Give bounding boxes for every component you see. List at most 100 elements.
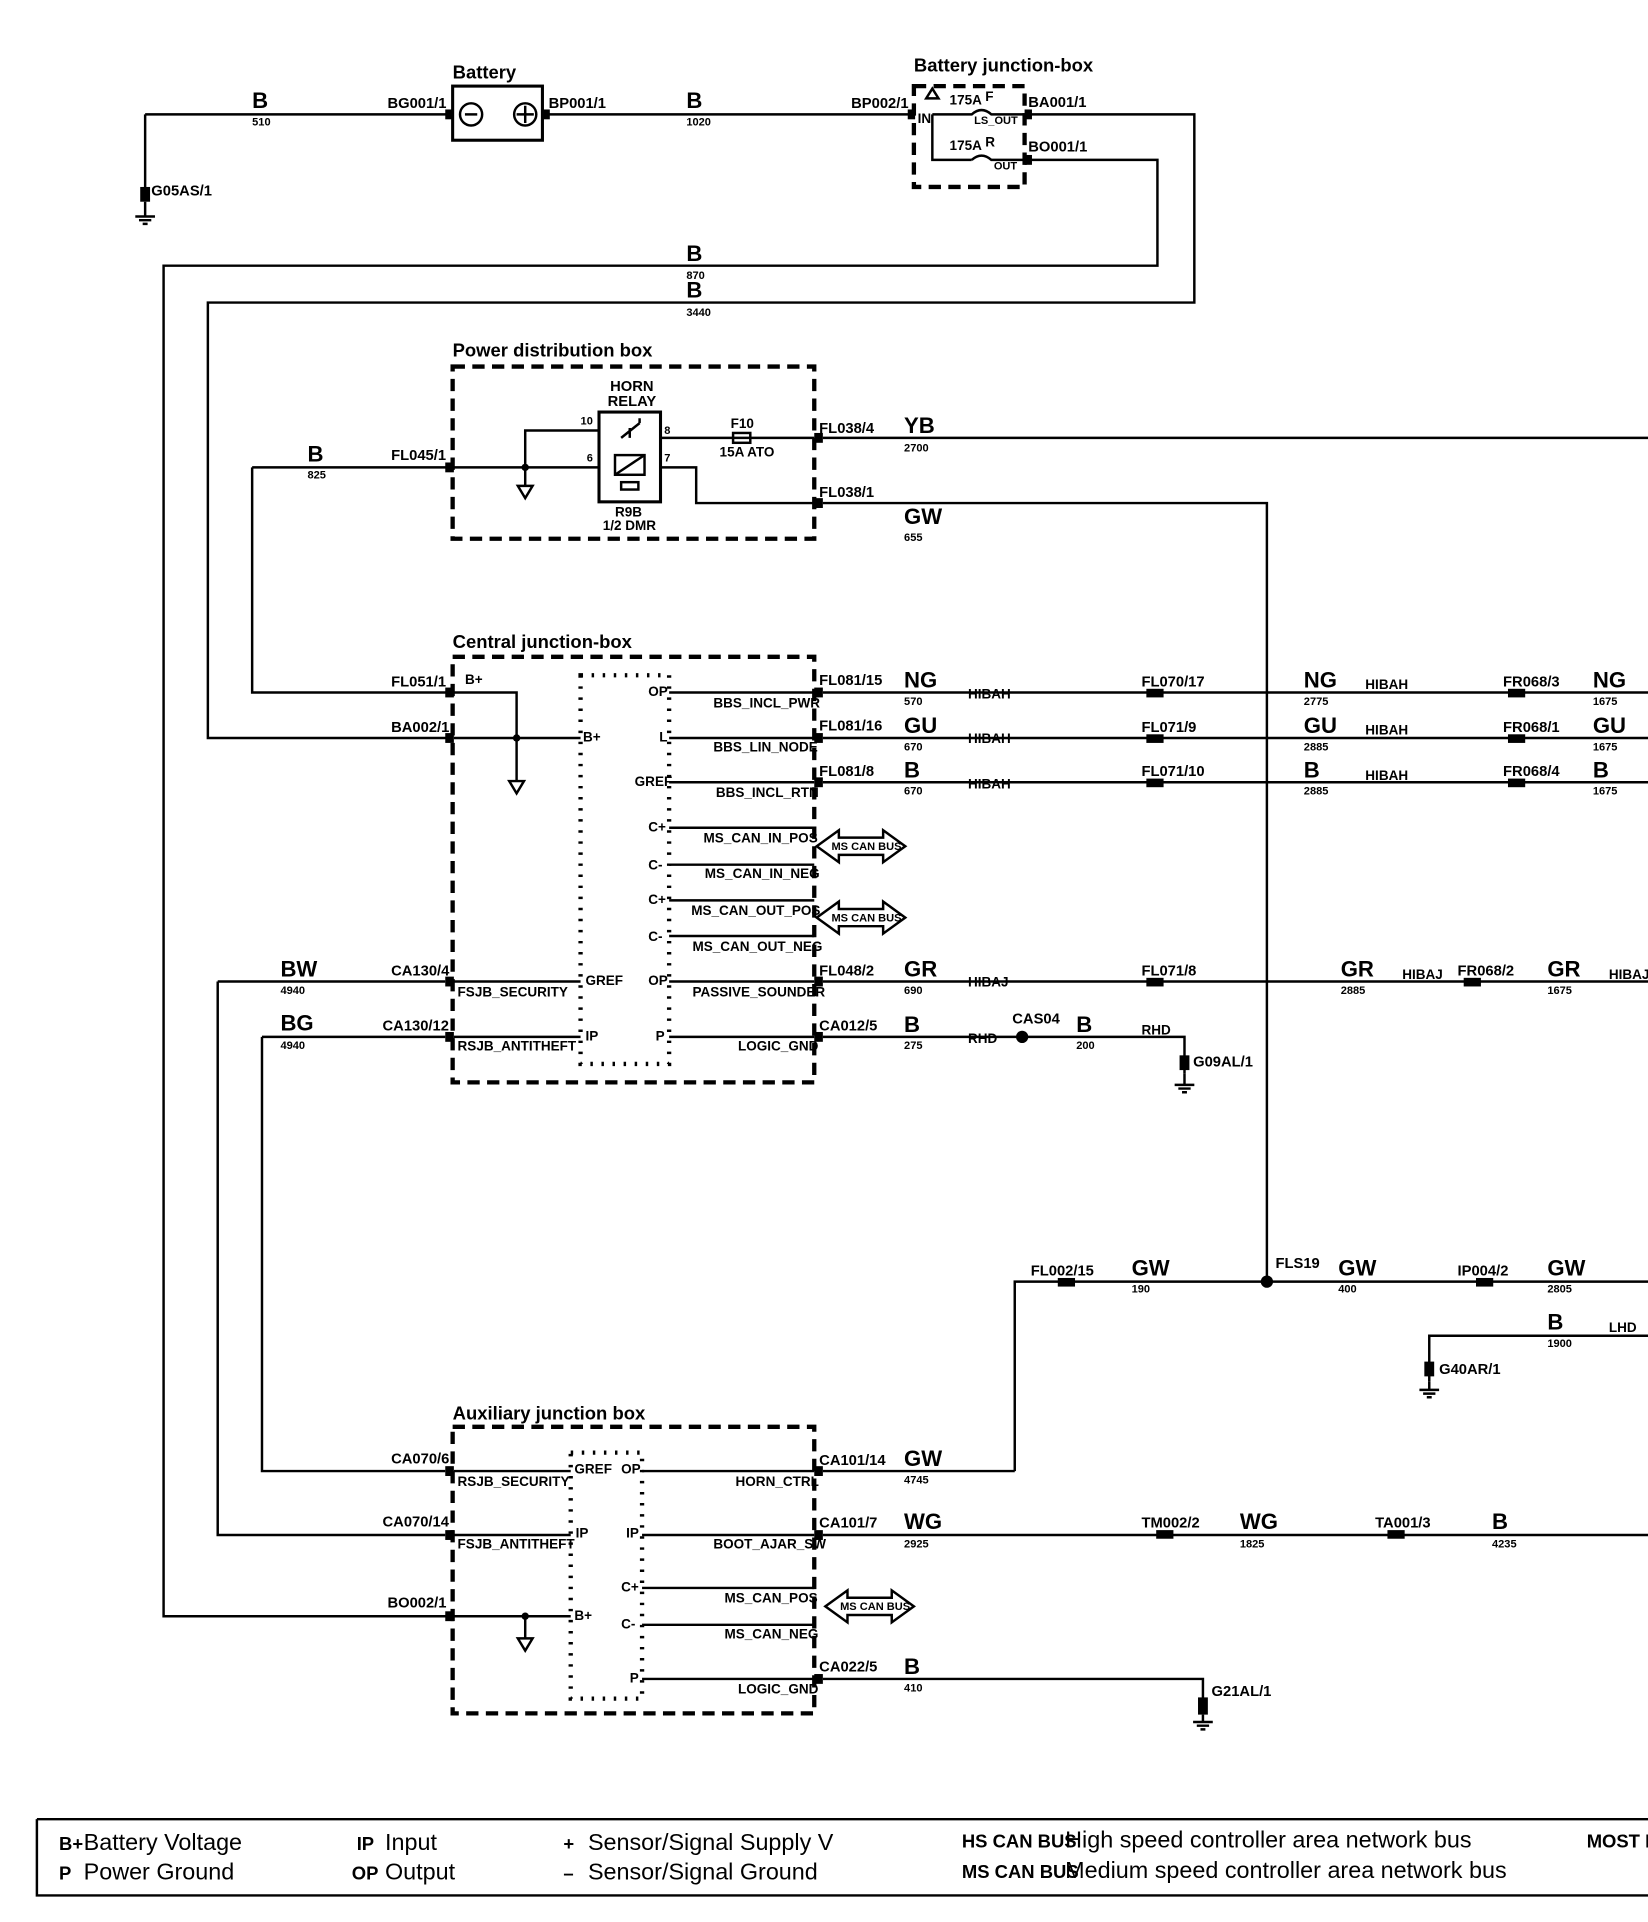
jb-internal-bus [931, 114, 972, 162]
auxiliary-junction-box: Auxiliary junction box CA070/6 RSJB_SECU… [383, 1402, 916, 1716]
pin-label: C- [648, 929, 662, 944]
signal-label: MS_CAN_NEG [724, 1626, 818, 1641]
fuse-r-symbol [970, 154, 1025, 162]
relay-type: 1/2 DMR [603, 518, 657, 533]
battery-title: Battery [453, 62, 517, 83]
pin-label: IP [626, 1526, 639, 1541]
wire-color-b: B [1492, 1509, 1508, 1534]
splice-dot [512, 734, 521, 742]
relay-name: RELAY [608, 394, 657, 410]
signal-label: FSJB_ANTITHEFT [458, 1537, 576, 1552]
horn-relay-body [597, 410, 663, 504]
legend-text: Sensor/Signal Supply V [588, 1829, 834, 1855]
legend-key: MS CAN BUS [962, 1861, 1079, 1882]
relay-pin: 6 [587, 452, 593, 464]
circuit-number: 1020 [686, 116, 711, 128]
wire-bw-4940 [216, 980, 446, 1537]
connector-pin [445, 733, 454, 743]
fuse-name: F10 [731, 416, 754, 431]
connector-fl051: FL051/1 [391, 674, 446, 690]
circuit-number: 2925 [904, 1538, 929, 1550]
signal-label: PASSIVE_SOUNDER [692, 984, 825, 999]
pin-label: OP [648, 684, 668, 699]
connector-ca070-14: CA070/14 [383, 1514, 450, 1530]
connector-pin [1024, 109, 1032, 120]
power-distribution-box: Power distribution box B 825 FL045/1 HOR… [250, 340, 1648, 1282]
inline-connector [1463, 977, 1481, 987]
ground-icon [1419, 1381, 1440, 1399]
connector-bo001: BO001/1 [1028, 139, 1087, 155]
can-bus-label: MS CAN BUS [831, 912, 901, 924]
connector-ta001-3: TA001/3 [1375, 1516, 1430, 1532]
signal-label: MS_CAN_OUT_NEG [692, 939, 822, 954]
inline-connector [1146, 977, 1164, 987]
circuit-number: 3440 [686, 307, 711, 319]
legend-key: B+ [59, 1833, 83, 1854]
fuse-rating: 15A ATO [720, 444, 775, 459]
circuit-number: 1675 [1593, 741, 1618, 753]
pin-label: OP [621, 1462, 641, 1477]
pin-label: B+ [465, 672, 483, 687]
wire-b-410 [822, 1677, 1205, 1713]
harness-label: HIBAJ [1402, 967, 1443, 982]
ms-can-bus-arrow-icon [823, 1587, 916, 1625]
can-bus-label: MS CAN BUS [840, 1601, 910, 1613]
harness-label: HIBAH [1365, 722, 1408, 737]
splice-fls19 [1260, 1275, 1274, 1288]
signal-label: RSJB_SECURITY [458, 1474, 570, 1489]
ajb-title: Auxiliary junction box [453, 1402, 646, 1423]
signal-label: BOOT_AJAR_SW [713, 1537, 826, 1552]
pin-in-label: IN [918, 111, 932, 126]
wire-color-ng: NG [904, 668, 937, 693]
circuit-number: 510 [252, 116, 270, 128]
wire-color-wg: WG [1240, 1509, 1278, 1534]
connector-fl081-15: FL081/15 [819, 673, 882, 689]
signal-label: MS_CAN_IN_NEG [705, 866, 820, 881]
wire-color-b: B [252, 88, 268, 113]
signal-label: MS_CAN_IN_POS [704, 831, 818, 846]
connector-fl081-16: FL081/16 [819, 719, 882, 735]
pin-label: C+ [648, 819, 666, 834]
connector-ca070-6: CA070/6 [391, 1452, 449, 1468]
pdb-outline [450, 364, 817, 541]
legend-text: High speed controller area network bus [1065, 1826, 1471, 1852]
harness-label: HIBAH [968, 731, 1011, 746]
circuit-number: 670 [904, 741, 922, 753]
pin-label: OP [648, 973, 668, 988]
legend-key: IP [357, 1833, 374, 1854]
pin-label: P [656, 1029, 665, 1044]
inline-connector [1507, 734, 1526, 743]
signal-label: HORN_CTRL [736, 1474, 819, 1489]
ground-arrow-icon [507, 779, 527, 796]
connector-tm002-2: TM002/2 [1141, 1516, 1199, 1532]
signal-label: MS_CAN_OUT_POS [691, 903, 820, 918]
ground-pin [1179, 1055, 1190, 1071]
circuit-number: 1900 [1547, 1338, 1572, 1350]
circuit-number: 1675 [1547, 985, 1572, 997]
connector-pin [814, 1530, 823, 1540]
legend-key: – [563, 1862, 573, 1883]
signal-label: LOGIC_GND [738, 1682, 819, 1697]
wire-b-3440 [206, 113, 1196, 740]
connector-fr068-4: FR068/4 [1503, 764, 1560, 780]
wire-color-gr: GR [904, 957, 937, 982]
circuit-number: 670 [904, 786, 922, 798]
circuit-number: 690 [904, 985, 922, 997]
legend-key: + [563, 1833, 574, 1854]
wire-color-b: B [1304, 757, 1320, 782]
pin-label: GREF [635, 774, 673, 789]
wire-color-yb: YB [904, 413, 935, 438]
harness-label: HIBAJ [1609, 967, 1648, 982]
wire-gw-655 [822, 501, 1269, 1282]
wire-bg-4940 [260, 1035, 446, 1473]
connector-ba002: BA002/1 [391, 720, 449, 736]
relay-pin: 10 [581, 415, 593, 427]
connector-pin [445, 976, 454, 987]
connector-bp002: BP002/1 [851, 96, 908, 112]
legend-key: HS CAN BUS [962, 1830, 1077, 1851]
ms-can-bus-arrow-icon [814, 899, 908, 936]
pin-label: C- [648, 858, 662, 873]
inline-connector [1507, 688, 1526, 698]
harness-label: HIBAH [1365, 768, 1408, 783]
